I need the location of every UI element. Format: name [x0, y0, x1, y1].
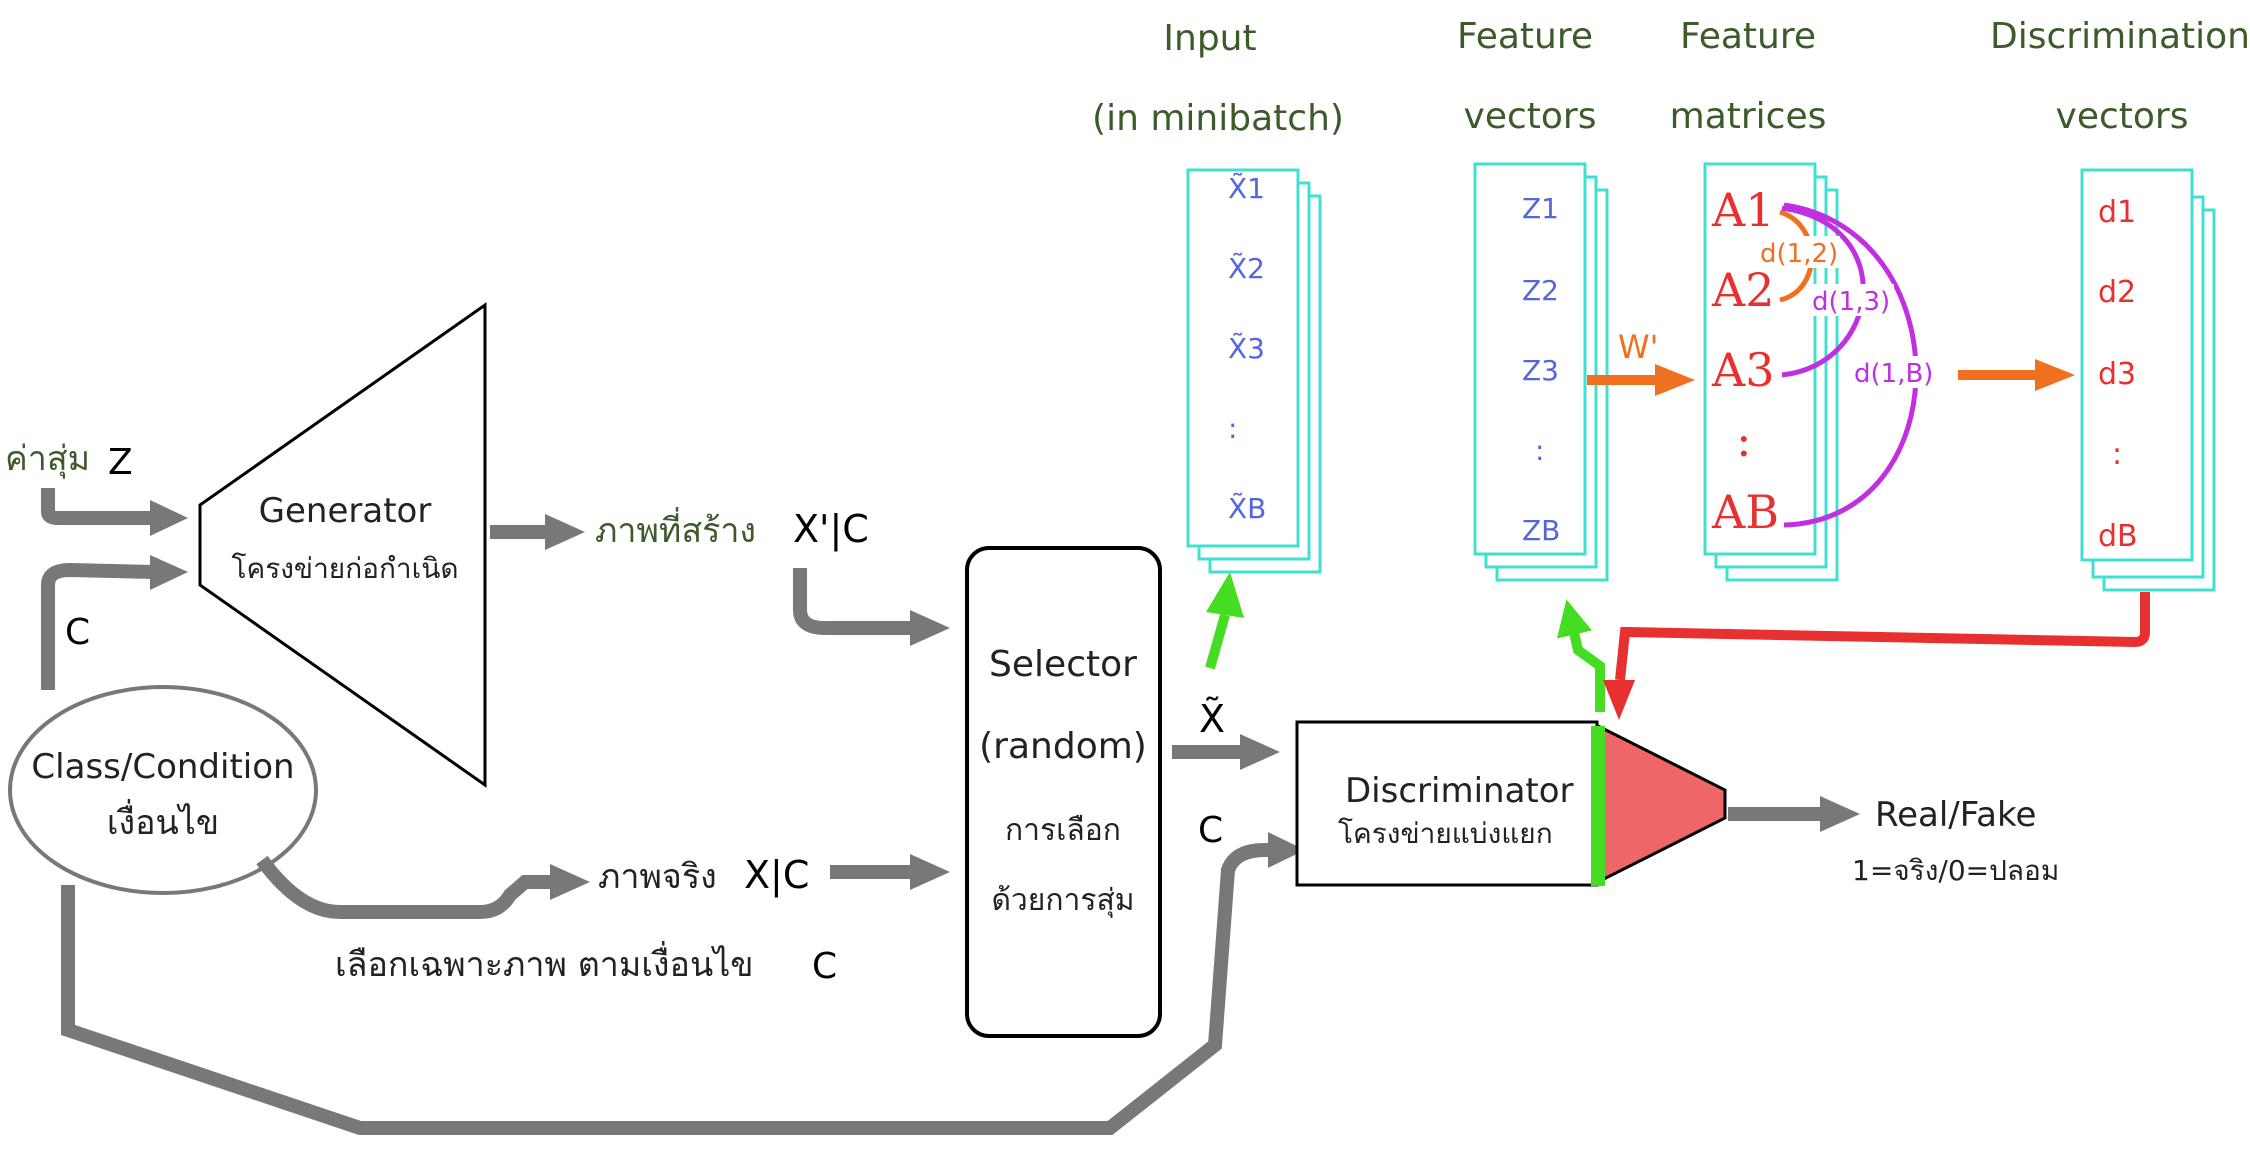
selector-thai-label-1: การเลือก [1005, 813, 1121, 848]
discriminator-output-arrow [1728, 796, 1860, 832]
distance-label-bg [1756, 236, 1840, 268]
discrimination-vectors-title-1: Discrimination [1990, 16, 2250, 57]
distance-label-1-3: d(1,3) [1812, 287, 1890, 317]
feature-vectors-item-1: Z1 [1522, 192, 1559, 225]
feature-vectors-title-1: Feature [1457, 16, 1593, 57]
input-stack-item-2: X̃2 [1228, 252, 1265, 285]
input-stack-title-1: Input [1163, 18, 1256, 59]
input-stack-item-4: : [1228, 412, 1237, 445]
discrimination-vectors-item-3: d3 [2098, 357, 2136, 392]
discriminator-head [1596, 723, 1727, 885]
input-stack-title-2: (in minibatch) [1092, 98, 1344, 139]
feature-vectors-stack: Z1 Z2 Z3 : ZB [1473, 162, 1609, 582]
selector-label: Selector [989, 644, 1137, 685]
feature-matrices-item-1: A1 [1711, 183, 1775, 237]
select-note-label: เลือกเฉพาะภาพ ตามเงื่อนไข [335, 941, 754, 985]
feature-vectors-item-5: ZB [1522, 514, 1560, 547]
distance-label-1-2: d(1,2) [1760, 239, 1838, 269]
arrow-icon [150, 555, 188, 590]
arrow-icon [2035, 359, 2075, 391]
output-thai-label: 1=จริง/0=ปลอม [1852, 854, 2059, 887]
arrow-icon [150, 500, 188, 536]
discriminator-box [1295, 720, 1599, 887]
arrow-icon [545, 514, 585, 550]
input-stack-item-1: X̃1 [1228, 172, 1265, 205]
distance-label-1-b: d(1,B) [1854, 359, 1933, 389]
discrimination-vectors-item-5: dB [2098, 519, 2138, 554]
feature-vectors-title-2: vectors [1464, 96, 1597, 137]
condition-to-real-arrow [256, 855, 590, 919]
feature-matrices-stack: A1 A2 A3 : AB [1703, 162, 1839, 582]
w-prime-arrow [1587, 364, 1695, 396]
feature-vectors-item-4: : [1535, 434, 1544, 467]
arrow-icon [1820, 796, 1860, 832]
generated-to-selector-arrow [793, 568, 950, 646]
selector-box [965, 546, 1162, 1038]
discrimination-vectors-title-2: vectors [2056, 96, 2189, 137]
c-label-generator: C [65, 612, 90, 653]
arrow-icon [1268, 832, 1305, 868]
w-prime-label: W' [1618, 328, 1658, 366]
selector-mode-label: (random) [979, 726, 1147, 767]
real-image-variable: X|C [744, 853, 809, 898]
arrow-icon [1206, 572, 1244, 618]
arrow-icon [1655, 364, 1695, 396]
selector-thai-label-2: ด้วยการสุ่ม [991, 883, 1134, 919]
feature-matrices-item-5: AB [1711, 485, 1779, 539]
discriminator-thai-label: โครงข่ายแบ่งแยก [1338, 817, 1553, 850]
class-condition-ellipse [8, 685, 318, 895]
feature-vectors-item-2: Z2 [1522, 274, 1559, 307]
input-stack: X̃1 X̃2 X̃3 : X̃B [1186, 168, 1322, 574]
discriminator-label: Discriminator [1345, 771, 1574, 811]
generator-output-arrow [490, 514, 585, 550]
distance-label-bg [1852, 356, 1940, 388]
input-stack-item-5: X̃B [1228, 492, 1266, 525]
class-condition-label: Class/Condition [31, 747, 294, 787]
discrimination-vectors-item-4: : [2112, 437, 2122, 472]
real-image-label: ภาพจริง [598, 857, 717, 897]
arrow-icon [910, 610, 950, 646]
selector-to-input-arrow [1205, 572, 1244, 670]
select-note-variable: C [812, 946, 837, 987]
generator-thai-label: โครงข่ายก่อกำเนิด [231, 552, 458, 585]
condition-to-generator-arrow [41, 555, 188, 690]
discrimination-vectors-item-1: d1 [2098, 195, 2136, 230]
arrow-icon [1603, 680, 1635, 720]
feature-matrices-item-4: : [1736, 413, 1752, 467]
input-stack-item-3: X̃3 [1228, 332, 1265, 365]
feature-matrices-title-2: matrices [1670, 96, 1827, 137]
generator-shape [198, 302, 487, 788]
selector-to-discriminator-arrow [1172, 734, 1280, 770]
noise-variable: Z [108, 442, 133, 483]
noise-thai-label: ค่าสุ่ม [5, 439, 90, 479]
selected-x-label: X̃ [1199, 697, 1225, 741]
arrow-icon [1240, 734, 1280, 770]
discrimination-vectors-item-2: d2 [2098, 275, 2136, 310]
minibatch-feedback-arrow [1603, 592, 2150, 720]
real-to-selector-arrow [830, 854, 950, 890]
c-label-discriminator: C [1198, 810, 1223, 851]
generated-image-variable: X'|C [793, 507, 869, 552]
distance-label-bg [1810, 284, 1894, 316]
arrow-icon [550, 864, 590, 900]
class-condition-thai-label: เงื่อนไข [107, 799, 219, 843]
generator-label: Generator [259, 491, 432, 531]
feature-vectors-item-3: Z3 [1522, 354, 1559, 387]
discriminator-to-feature-arrow [1556, 599, 1605, 712]
output-label: Real/Fake [1875, 795, 2036, 835]
feature-matrices-title-1: Feature [1680, 16, 1816, 57]
feature-matrices-item-3: A3 [1711, 343, 1775, 397]
feature-matrices-item-2: A2 [1711, 263, 1775, 317]
discrimination-vectors-stack: d1 d2 d3 : dB [2080, 168, 2216, 592]
arrow-icon [910, 854, 950, 890]
condition-to-discriminator-arrow [61, 832, 1305, 1135]
noise-arrow [41, 488, 188, 536]
generated-image-label: ภาพที่สร้าง [595, 507, 756, 551]
distance-to-vector-arrow [1958, 359, 2075, 391]
